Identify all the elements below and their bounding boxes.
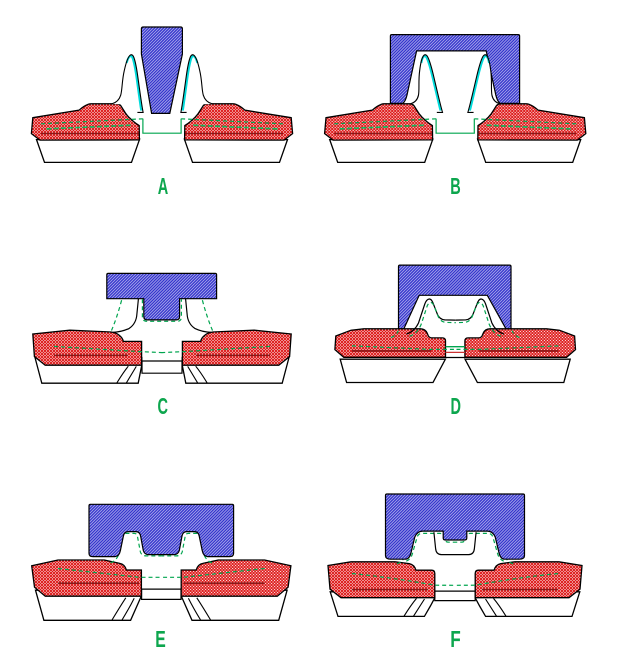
svg-text:A: A <box>158 173 169 199</box>
svg-text:D: D <box>450 393 461 419</box>
svg-text:C: C <box>158 393 169 419</box>
svg-text:F: F <box>450 626 461 652</box>
svg-text:B: B <box>450 173 461 199</box>
svg-text:E: E <box>155 626 166 652</box>
